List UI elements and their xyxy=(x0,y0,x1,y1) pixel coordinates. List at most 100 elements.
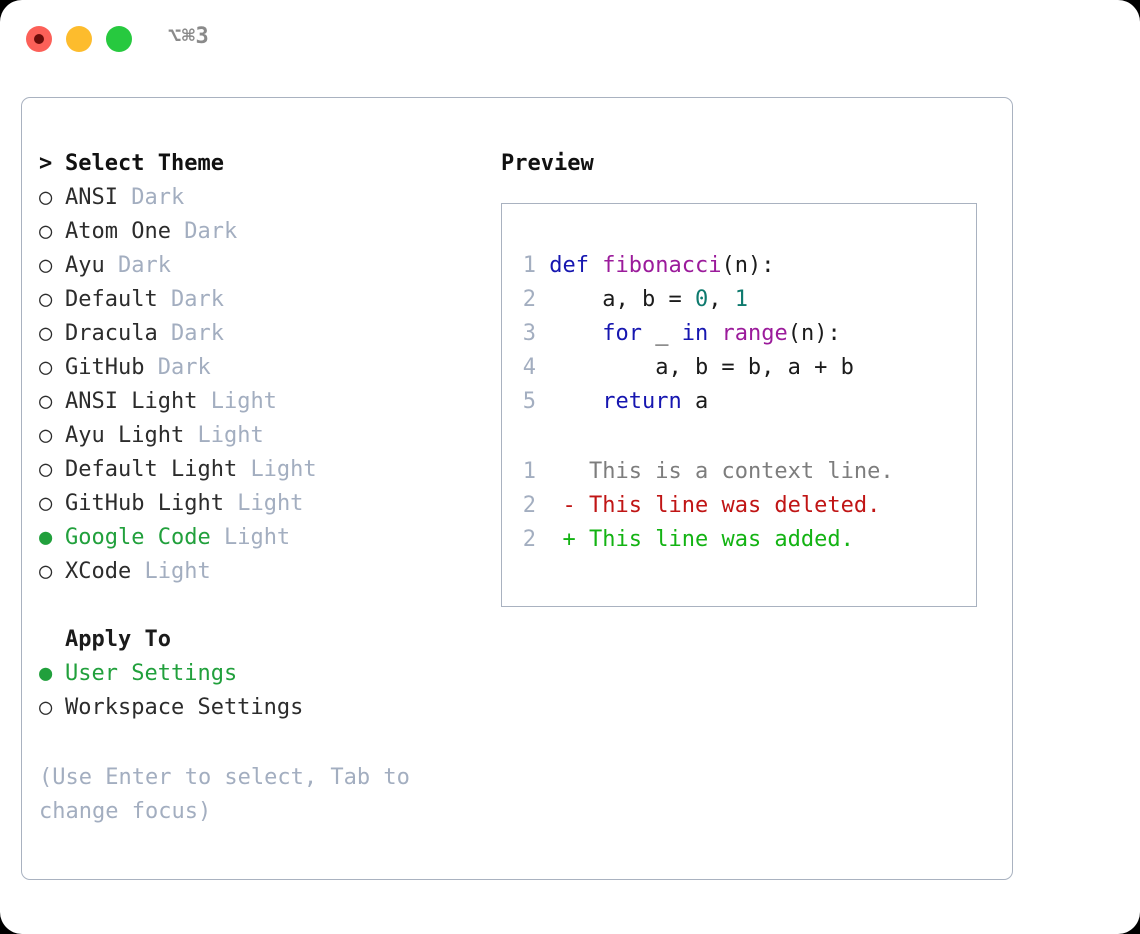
theme-name: GitHub Light xyxy=(65,491,224,516)
theme-picker-header: > Select Theme xyxy=(39,147,479,181)
radio-selected-icon: ● xyxy=(39,525,53,550)
minimize-window-button[interactable] xyxy=(66,26,92,52)
theme-name: Default Light xyxy=(65,457,238,482)
code-token: _ xyxy=(641,321,682,346)
theme-variant-tag: Dark xyxy=(131,185,185,210)
code-token: 1 xyxy=(734,287,748,312)
theme-name: Google Code xyxy=(65,525,211,550)
apply-to-title: Apply To xyxy=(65,627,171,652)
code-token: def xyxy=(549,253,603,278)
line-number: 2 xyxy=(522,493,536,518)
theme-name: ANSI xyxy=(65,185,118,210)
code-token: fibonacci xyxy=(602,253,722,278)
theme-variant-tag: Dark xyxy=(184,219,238,244)
apply-to-label: Workspace Settings xyxy=(65,695,304,720)
theme-variant-tag: Light xyxy=(223,525,291,550)
apply-to-header: Apply To xyxy=(39,623,479,657)
code-token: return xyxy=(602,389,682,414)
radio-unselected-icon: ○ xyxy=(39,321,53,346)
close-icon xyxy=(34,34,44,44)
theme-variant-tag: Light xyxy=(237,491,304,516)
apply-to-item[interactable]: ○ Workspace Settings xyxy=(39,691,479,725)
code-token: for xyxy=(602,321,642,346)
diff-text: This line was added. xyxy=(589,527,854,552)
radio-selected-icon: ● xyxy=(39,661,53,686)
theme-name: Ayu xyxy=(65,253,105,278)
radio-unselected-icon: ○ xyxy=(39,559,53,584)
theme-name: Dracula xyxy=(65,321,158,346)
theme-list-item[interactable]: ○ Atom One Dark xyxy=(39,215,479,249)
code-token: (n): xyxy=(787,321,841,346)
radio-unselected-icon: ○ xyxy=(39,287,53,312)
diff-marker: + xyxy=(562,527,576,552)
maximize-window-button[interactable] xyxy=(106,26,132,52)
line-number: 2 xyxy=(522,287,536,312)
radio-unselected-icon: ○ xyxy=(39,457,53,482)
code-token: range xyxy=(721,321,788,346)
line-number: 4 xyxy=(522,355,536,380)
theme-list: ○ANSI Dark○Atom One Dark○Ayu Dark○Defaul… xyxy=(39,181,479,589)
prompt-marker-icon: > xyxy=(39,151,53,176)
theme-list-item[interactable]: ● Google Code Light xyxy=(39,521,479,555)
diff-line: 2 + This line was added. xyxy=(514,523,974,557)
code-token: a, b = b, a + b xyxy=(549,355,854,380)
section-spacer xyxy=(39,589,479,623)
theme-list-item[interactable]: ○GitHub Dark xyxy=(39,351,479,385)
theme-name: Atom One xyxy=(65,219,171,244)
code-token xyxy=(549,321,602,346)
theme-name: GitHub xyxy=(65,355,145,380)
diff-marker: - xyxy=(562,493,576,518)
theme-variant-tag: Light xyxy=(197,423,264,448)
apply-to-bullet-placeholder xyxy=(39,623,65,657)
theme-variant-tag: Dark xyxy=(157,355,211,380)
preview-panel: Preview 1 def fibonacci(n):2 a, b = 0, 1… xyxy=(501,147,987,607)
theme-name: ANSI Light xyxy=(65,389,198,414)
diff-text: This is a context line. xyxy=(589,459,894,484)
radio-unselected-icon: ○ xyxy=(39,253,53,278)
code-token: a, b = xyxy=(549,287,695,312)
keyboard-hint: (Use Enter to select, Tab to change focu… xyxy=(39,765,410,824)
theme-list-item[interactable]: ○Dracula Dark xyxy=(39,317,479,351)
code-line: 2 a, b = 0, 1 xyxy=(514,283,974,317)
diff-preview: 1 This is a context line.2 - This line w… xyxy=(514,455,974,557)
radio-unselected-icon: ○ xyxy=(39,219,53,244)
radio-unselected-icon: ○ xyxy=(39,491,53,516)
line-number: 3 xyxy=(522,321,536,346)
close-window-button[interactable] xyxy=(26,26,52,52)
theme-list-item[interactable]: ○Default Light Light xyxy=(39,453,479,487)
preview-title: Preview xyxy=(501,151,594,176)
theme-variant-tag: Light xyxy=(144,559,211,584)
code-token xyxy=(549,389,602,414)
theme-variant-tag: Light xyxy=(210,389,277,414)
apply-to-list: ● User Settings ○ Workspace Settings xyxy=(39,657,479,725)
theme-list-item[interactable]: ○Ayu Dark xyxy=(39,249,479,283)
line-number: 1 xyxy=(522,253,536,278)
diff-line: 1 This is a context line. xyxy=(514,455,974,489)
code-line: 5 return a xyxy=(514,385,974,419)
code-token: 0 xyxy=(694,287,709,312)
code-token: (n): xyxy=(721,253,775,278)
title-bar: ⌥⌘3 xyxy=(0,0,1140,78)
apply-to-label: User Settings xyxy=(65,661,238,686)
theme-list-item[interactable]: ○ XCode Light xyxy=(39,555,479,589)
theme-list-item[interactable]: ○ANSI Dark xyxy=(39,181,479,215)
apply-to-item[interactable]: ● User Settings xyxy=(39,657,479,691)
diff-line-body: - This line was deleted. xyxy=(536,493,881,518)
page-title: Select Theme xyxy=(65,151,224,176)
theme-list-item[interactable]: ○Default Dark xyxy=(39,283,479,317)
diff-line-body: + This line was added. xyxy=(536,527,854,552)
code-token: , xyxy=(708,287,735,312)
theme-name: Default xyxy=(65,287,158,312)
diff-marker xyxy=(563,459,576,484)
theme-list-item[interactable]: ○ ANSI Light Light xyxy=(39,385,479,419)
theme-list-item[interactable]: ○ GitHub Light Light xyxy=(39,487,479,521)
theme-name: XCode xyxy=(65,559,132,584)
theme-list-item[interactable]: ○Ayu Light Light xyxy=(39,419,479,453)
radio-unselected-icon: ○ xyxy=(39,695,53,720)
radio-unselected-icon: ○ xyxy=(39,389,53,414)
code-token: in xyxy=(681,321,709,346)
line-number: 1 xyxy=(522,459,536,484)
diff-line: 2 - This line was deleted. xyxy=(514,489,974,523)
